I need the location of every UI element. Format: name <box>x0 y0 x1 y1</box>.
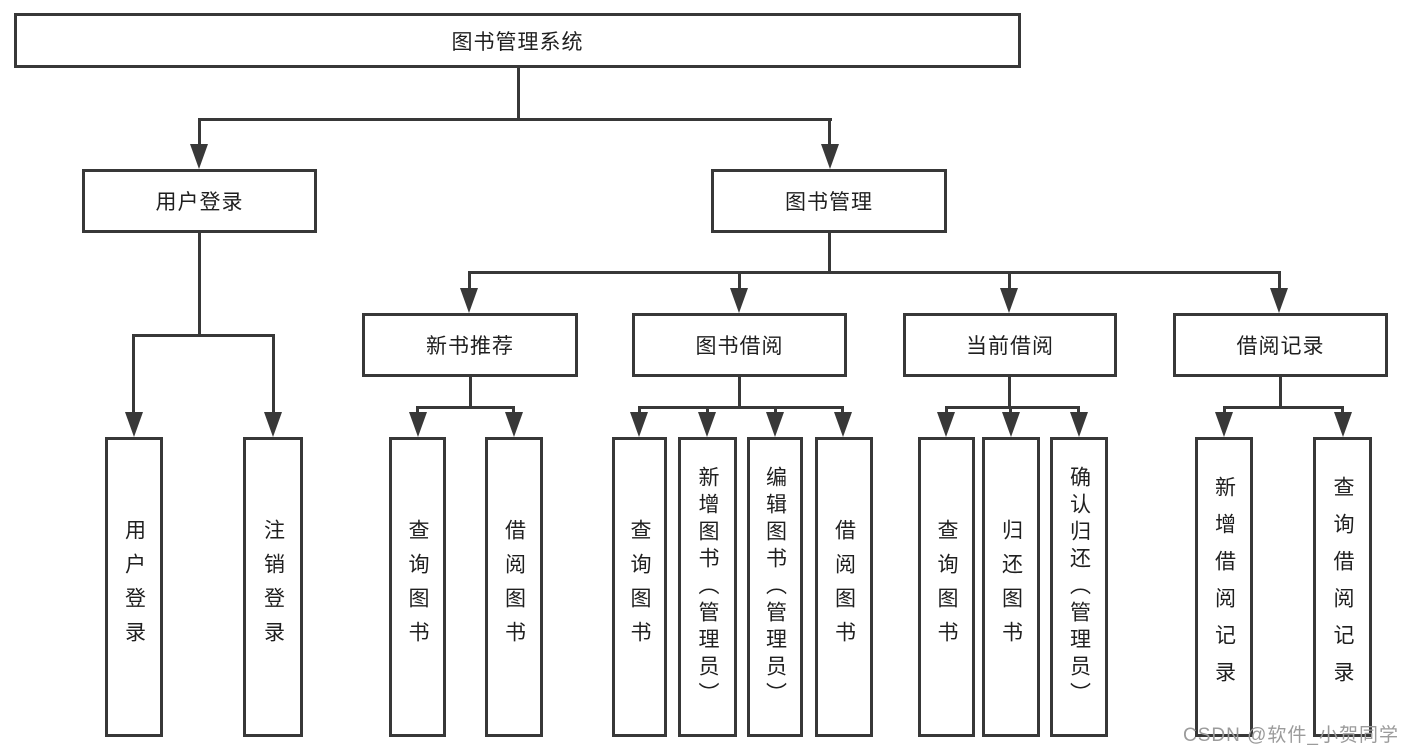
leaf-borrow-books-1: 借阅图书 <box>485 437 543 737</box>
arrow-down-icon <box>821 144 839 169</box>
connector-line <box>517 68 520 120</box>
connector-line <box>512 406 515 414</box>
arrow-down-icon <box>766 412 784 437</box>
arrow-down-icon <box>1334 412 1352 437</box>
connector-line <box>1009 406 1012 414</box>
node-label: 图书管理 <box>785 191 873 214</box>
node-label: 图书管理系统 <box>451 30 584 54</box>
connector-line <box>638 406 843 409</box>
node-label: 查询借阅记录 <box>1331 476 1354 698</box>
connector-line <box>132 334 275 337</box>
node-label: 查询图书 <box>406 519 429 655</box>
connector-line <box>417 406 515 409</box>
leaf-borrow-books-2: 借阅图书 <box>815 437 873 737</box>
arrow-down-icon <box>630 412 648 437</box>
connector-line <box>1278 271 1281 291</box>
connector-line <box>468 271 1281 274</box>
leaf-return-books: 归还图书 <box>982 437 1040 737</box>
node-library-management-system: 图书管理系统 <box>14 13 1021 68</box>
arrow-down-icon <box>1000 288 1018 313</box>
leaf-logout: 注销登录 <box>243 437 303 737</box>
connector-line <box>945 406 948 414</box>
node-label: 借阅图书 <box>832 519 856 655</box>
node-new-book-recommendation: 新书推荐 <box>362 313 578 377</box>
node-label: 注销登录 <box>261 519 285 655</box>
connector-line <box>198 118 832 121</box>
connector-line <box>828 233 831 273</box>
leaf-query-borrow-record: 查询借阅记录 <box>1313 437 1372 737</box>
connector-line <box>469 377 472 408</box>
node-book-borrowing: 图书借阅 <box>632 313 847 377</box>
node-label: 用户登录 <box>155 191 244 214</box>
node-user-login: 用户登录 <box>82 169 317 233</box>
node-label: 图书借阅 <box>695 335 784 358</box>
leaf-query-books-2: 查询图书 <box>612 437 667 737</box>
arrow-down-icon <box>698 412 716 437</box>
node-label: 归还图书 <box>999 519 1023 655</box>
connector-line <box>945 406 1079 409</box>
connector-line <box>1341 406 1344 414</box>
connector-line <box>738 377 741 408</box>
node-label: 借阅图书 <box>502 519 526 655</box>
node-label: 新增借阅记录 <box>1212 476 1236 698</box>
connector-line <box>468 271 471 291</box>
leaf-user-login: 用户登录 <box>105 437 163 737</box>
leaf-query-books-1: 查询图书 <box>389 437 446 737</box>
arrow-down-icon <box>1215 412 1233 437</box>
arrow-down-icon <box>1270 288 1288 313</box>
csdn-watermark: CSDN @软件_小贺同学 <box>1183 725 1399 746</box>
node-label: 新增图书（管理员） <box>696 465 719 709</box>
arrow-down-icon <box>409 412 427 437</box>
node-label: 用户登录 <box>122 519 146 655</box>
node-label: 编辑图书（管理员） <box>763 465 787 709</box>
arrow-down-icon <box>505 412 523 437</box>
connector-line <box>1008 271 1011 291</box>
arrow-down-icon <box>834 412 852 437</box>
connector-line <box>272 334 275 414</box>
leaf-confirm-return-admin: 确认归还（管理员） <box>1050 437 1108 737</box>
connector-line <box>706 406 709 414</box>
connector-line <box>1077 406 1080 414</box>
connector-line <box>416 406 419 414</box>
arrow-down-icon <box>264 412 282 437</box>
connector-line <box>638 406 641 414</box>
connector-line <box>1279 377 1282 408</box>
node-label: 查询图书 <box>935 519 958 655</box>
node-label: 新书推荐 <box>426 335 514 358</box>
node-label: 当前借阅 <box>966 335 1054 358</box>
leaf-add-books-admin: 新增图书（管理员） <box>678 437 737 737</box>
arrow-down-icon <box>730 288 748 313</box>
arrow-down-icon <box>937 412 955 437</box>
connector-line <box>1008 377 1011 408</box>
connector-line <box>841 406 844 414</box>
node-book-management: 图书管理 <box>711 169 947 233</box>
node-borrowing-records: 借阅记录 <box>1173 313 1388 377</box>
connector-line <box>1223 406 1226 414</box>
node-label: 确认归还（管理员） <box>1067 465 1091 709</box>
connector-line <box>198 233 201 336</box>
connector-line <box>828 118 831 146</box>
connector-line <box>774 406 777 414</box>
connector-line <box>132 334 135 414</box>
leaf-add-borrow-record: 新增借阅记录 <box>1195 437 1253 737</box>
connector-line <box>198 118 201 146</box>
leaf-query-books-3: 查询图书 <box>918 437 975 737</box>
arrow-down-icon <box>125 412 143 437</box>
connector-line <box>738 271 741 291</box>
node-current-borrowing: 当前借阅 <box>903 313 1117 377</box>
arrow-down-icon <box>190 144 208 169</box>
connector-line <box>1223 406 1343 409</box>
arrow-down-icon <box>460 288 478 313</box>
node-label: 查询图书 <box>628 519 651 655</box>
arrow-down-icon <box>1002 412 1020 437</box>
node-label: 借阅记录 <box>1236 335 1325 358</box>
leaf-edit-books-admin: 编辑图书（管理员） <box>747 437 803 737</box>
arrow-down-icon <box>1070 412 1088 437</box>
